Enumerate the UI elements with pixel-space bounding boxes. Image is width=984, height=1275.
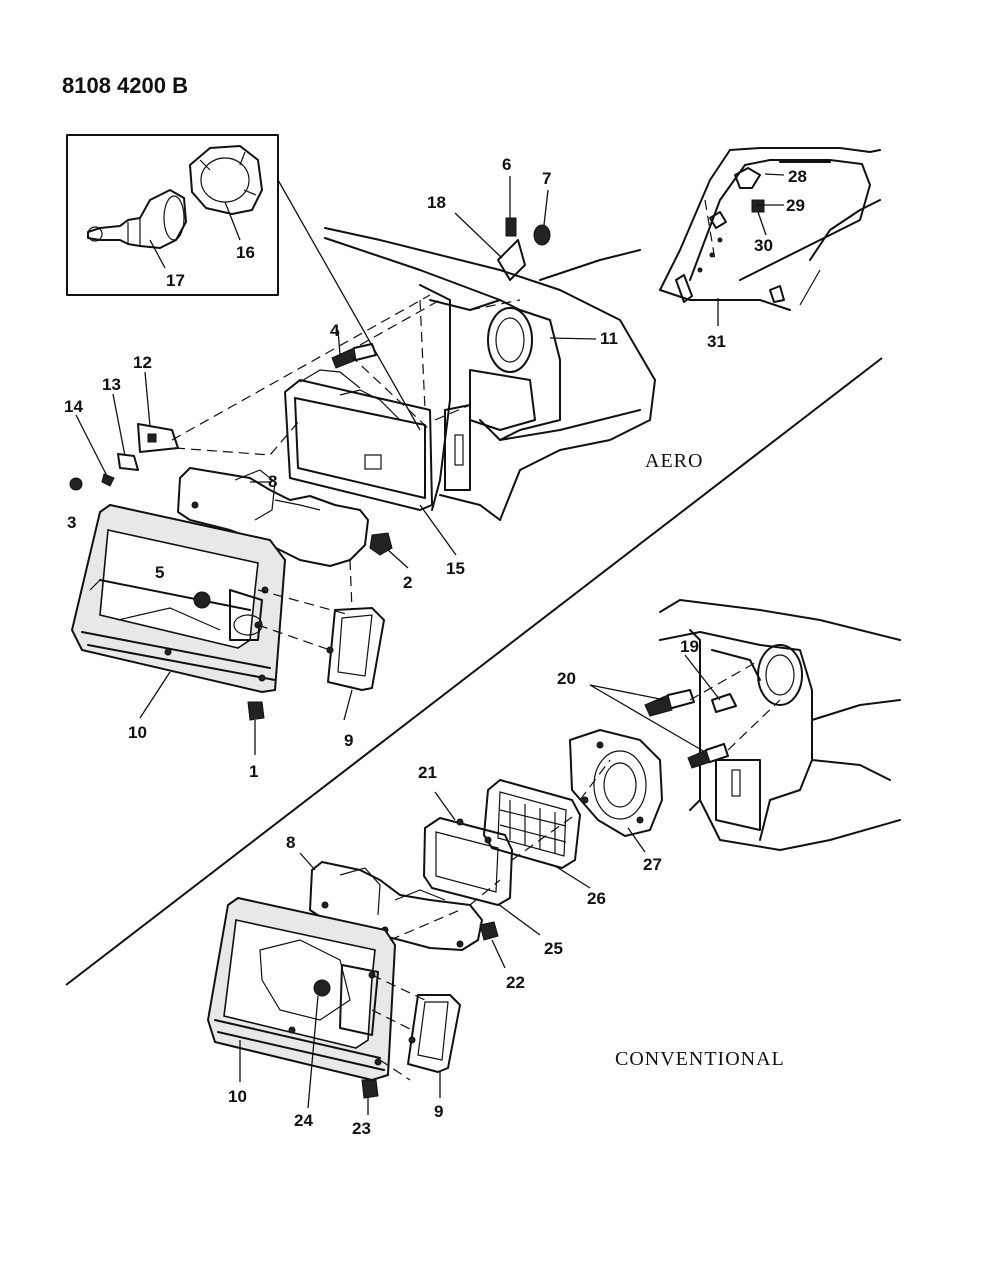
callout-17: 17 [166,271,185,290]
callout-8-aero: 8 [268,472,277,491]
bulb-inset [66,134,279,296]
conventional-small-parts [307,759,611,1115]
callout-18: 18 [427,193,446,212]
callout-26: 26 [587,889,606,908]
callout-27: 27 [643,855,662,874]
callout-20: 20 [557,669,576,688]
callouts: 1 2 3 4 5 6 7 8 8 9 9 10 10 11 12 13 14 … [64,155,807,1138]
callout-29: 29 [786,196,805,215]
aero-headlamp-lens [284,369,457,556]
callout-28: 28 [788,167,807,186]
callout-16: 16 [236,243,255,262]
conventional-vehicle-front [659,599,901,851]
callout-9-conventional: 9 [434,1102,443,1121]
document-number: 8108 4200 B [62,73,188,98]
callout-31: 31 [707,332,726,351]
callout-23: 23 [352,1119,371,1138]
section-divider [65,357,883,986]
callout-10-conventional: 10 [228,1087,247,1106]
aero-housing-bracket [177,467,369,567]
conventional-retaining-ring [423,791,541,936]
callout-3: 3 [67,513,76,532]
conventional-side-marker [407,994,461,1098]
callout-10-aero: 10 [128,723,147,742]
callout-8-conventional: 8 [286,833,295,852]
callout-14: 14 [64,397,83,416]
callout-15: 15 [446,559,465,578]
callout-9-aero: 9 [344,731,353,750]
conventional-headlamp-bezel [206,896,397,1082]
conventional-mounting-bracket [569,729,663,853]
inset-leader-line [277,179,421,431]
section-label-conventional: CONVENTIONAL [615,1048,785,1070]
callout-7: 7 [542,169,551,188]
hood-detail [659,147,881,326]
callout-30: 30 [754,236,773,255]
callout-1: 1 [249,762,258,781]
halogen-bulb [87,189,187,249]
section-label-aero: AERO [645,450,703,472]
callout-19: 19 [680,637,699,656]
callout-5: 5 [155,563,164,582]
aero-side-marker [326,607,385,691]
callout-12: 12 [133,353,152,372]
aero-vehicle-front [324,227,656,521]
callout-2: 2 [403,573,412,592]
conventional-adjusters [589,654,781,769]
callout-13: 13 [102,375,121,394]
callout-6: 6 [502,155,511,174]
callout-4: 4 [330,321,340,340]
callout-22: 22 [506,973,525,992]
callout-11: 11 [600,329,618,348]
callout-24: 24 [294,1111,313,1130]
aero-headlamp-bezel [70,503,287,694]
callout-25: 25 [544,939,563,958]
aero-small-parts [69,176,597,755]
callout-21: 21 [418,763,437,782]
